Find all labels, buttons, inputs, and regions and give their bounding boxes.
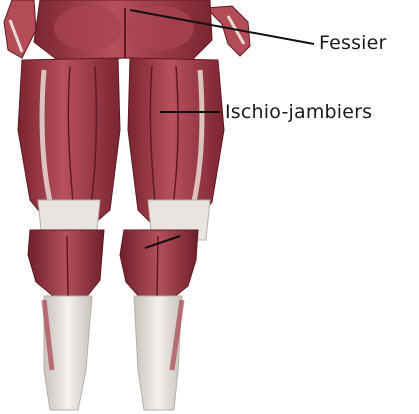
glutes <box>34 0 212 62</box>
left-lower-leg <box>44 296 92 410</box>
right-lower-leg <box>134 296 182 410</box>
right-calf <box>120 230 198 302</box>
left-hand <box>4 0 36 58</box>
hamstrings-label: Ischio-jambiers <box>225 101 372 123</box>
glutes-label: Fessier <box>319 32 387 54</box>
right-thigh <box>128 58 224 222</box>
left-calf <box>28 230 104 300</box>
left-thigh <box>18 58 120 222</box>
